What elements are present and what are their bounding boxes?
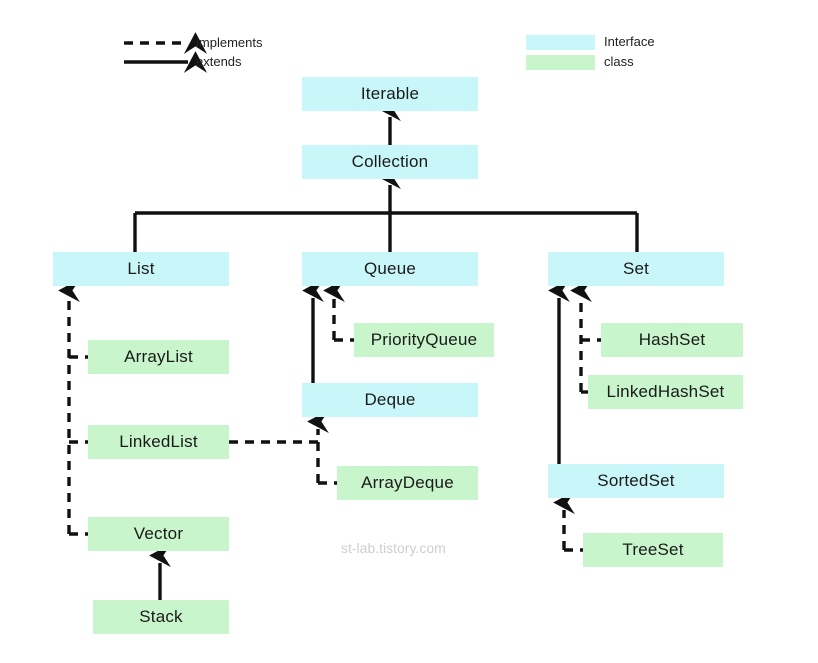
node-label: Vector (133, 524, 184, 543)
legend-interface-swatch (526, 35, 595, 50)
legend-class-swatch (526, 55, 595, 70)
legend-class-label: class (604, 54, 634, 69)
legend-implements-label: implements (196, 35, 263, 50)
node-label: ArrayDeque (361, 473, 454, 492)
node-label: ArrayList (124, 347, 193, 366)
node-label: Iterable (360, 84, 420, 103)
node-linkedlist[interactable]: LinkedList (88, 425, 229, 459)
node-label: Deque (364, 390, 416, 409)
node-priorityqueue[interactable]: PriorityQueue (354, 323, 494, 357)
node-label: LinkedHashSet (606, 382, 725, 401)
node-label: PriorityQueue (370, 330, 478, 349)
node-label: Queue (363, 259, 417, 278)
node-label: HashSet (638, 330, 706, 349)
node-deque[interactable]: Deque (302, 383, 478, 417)
legend-extends-label: extends (196, 54, 242, 69)
node-label: TreeSet (622, 540, 684, 559)
node-label: Set (622, 259, 650, 278)
node-label: SortedSet (597, 471, 675, 490)
node-list[interactable]: List (53, 252, 229, 286)
node-label: LinkedList (119, 432, 198, 451)
node-treeset[interactable]: TreeSet (583, 533, 723, 567)
node-hashset[interactable]: HashSet (601, 323, 743, 357)
node-label: Stack (139, 607, 183, 626)
node-sortedset[interactable]: SortedSet (548, 464, 724, 498)
legend-interface-label: Interface (604, 34, 655, 49)
watermark: st-lab.tistory.com (341, 540, 446, 556)
node-label: Collection (351, 152, 429, 171)
node-linkedhashset[interactable]: LinkedHashSet (588, 375, 743, 409)
node-arraydeque[interactable]: ArrayDeque (337, 466, 478, 500)
node-stack[interactable]: Stack (93, 600, 229, 634)
node-arraylist[interactable]: ArrayList (88, 340, 229, 374)
node-label: List (127, 259, 155, 278)
